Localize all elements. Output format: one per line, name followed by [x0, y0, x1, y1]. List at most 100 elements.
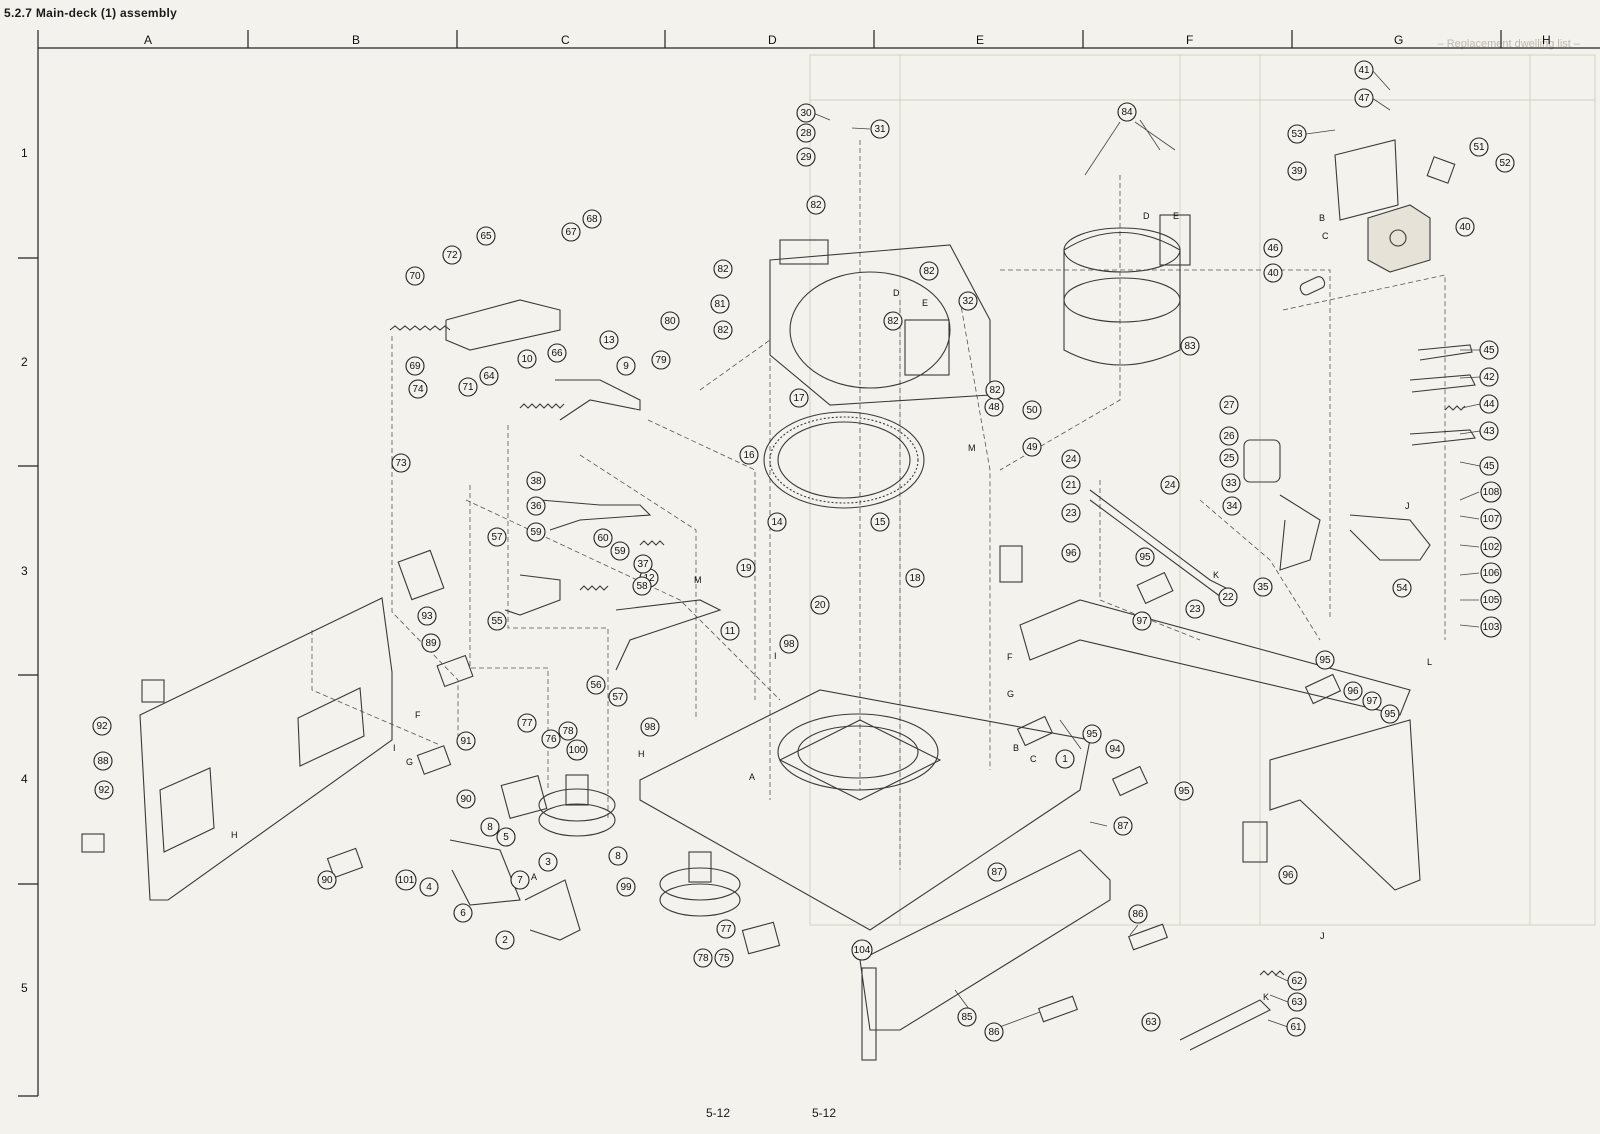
- callout-number: 92: [98, 785, 110, 796]
- callout-circle: [810, 595, 830, 615]
- callout-circle: [957, 1007, 977, 1027]
- callout-number: 59: [614, 546, 626, 557]
- callout-circle: [495, 930, 515, 950]
- callout-part-24: 24: [1061, 449, 1081, 469]
- callout-part-63: 63: [1141, 1012, 1161, 1032]
- callout-number: 75: [718, 953, 730, 964]
- callout-part-63: 63: [1287, 992, 1307, 1012]
- callout-circle: [693, 948, 713, 968]
- callout-circle: [1135, 547, 1155, 567]
- callout-part-96: 96: [1343, 681, 1363, 701]
- callout-number: 98: [644, 722, 656, 733]
- grid-frame: A B C D E F G H 1 2 3 4 5: [18, 30, 1600, 1097]
- callout-part-95: 95: [1380, 704, 1400, 724]
- grid-col-d: D: [768, 33, 777, 47]
- callout-circle: [1132, 611, 1152, 631]
- callout-part-92: 92: [92, 716, 112, 736]
- grid-row-4: 4: [21, 772, 28, 786]
- callout-part-15: 15: [870, 512, 890, 532]
- callout-number: 95: [1384, 709, 1396, 720]
- callout-number: 44: [1483, 399, 1495, 410]
- callout-number: 23: [1065, 508, 1077, 519]
- grid-col-b: B: [352, 33, 360, 47]
- callout-number: 29: [800, 152, 812, 163]
- callout-number: 78: [697, 953, 709, 964]
- callout-number: 88: [97, 756, 109, 767]
- callout-circle: [541, 729, 561, 749]
- reference-letter-c: C: [1322, 231, 1329, 241]
- callout-number: 37: [637, 559, 649, 570]
- callout-part-97: 97: [1362, 691, 1382, 711]
- reference-letter-i: I: [774, 651, 777, 661]
- callout-number: 5: [503, 832, 509, 843]
- callout-circle: [1263, 263, 1283, 283]
- callout-number: 2: [502, 935, 508, 946]
- callout-circle: [1061, 543, 1081, 563]
- callout-circle: [1185, 599, 1205, 619]
- callout-number: 34: [1226, 501, 1238, 512]
- callout-number: 7: [517, 875, 523, 886]
- callout-number: 106: [1483, 568, 1500, 579]
- right-side-pins: [1409, 344, 1476, 446]
- callout-number: 79: [655, 355, 667, 366]
- callout-part-11: 11: [720, 621, 740, 641]
- callout-number: 33: [1225, 478, 1237, 489]
- reference-letter-b: B: [1319, 213, 1325, 223]
- callout-part-84: 84: [1117, 102, 1137, 122]
- callout-number: 25: [1223, 453, 1235, 464]
- callout-number: 52: [1499, 158, 1511, 169]
- callout-part-32: 32: [958, 291, 978, 311]
- brake-levers: [445, 299, 781, 955]
- callout-circle: [517, 349, 537, 369]
- callout-part-49: 49: [1022, 437, 1042, 457]
- callout-part-45: 45: [1479, 456, 1499, 476]
- callout-number: 71: [462, 382, 474, 393]
- callout-number: 22: [1222, 592, 1234, 603]
- callout-circle: [421, 633, 441, 653]
- callout-part-103: 103: [1480, 616, 1502, 638]
- ghost-parts-list-heading: – Replacement dwelling list –: [1437, 38, 1580, 50]
- reference-letter-i: I: [393, 743, 396, 753]
- callout-circle: [1287, 992, 1307, 1012]
- callout-part-54: 54: [1392, 578, 1412, 598]
- callout-part-28: 28: [796, 123, 816, 143]
- reference-letter-f: F: [1007, 652, 1013, 662]
- callout-circle: [1082, 724, 1102, 744]
- callout-part-86: 86: [1128, 904, 1148, 924]
- callout-circle: [739, 445, 759, 465]
- reference-letter-a: A: [749, 772, 755, 782]
- callout-part-40: 40: [1263, 263, 1283, 283]
- reference-letter-g: G: [406, 757, 413, 767]
- callout-part-69: 69: [405, 356, 425, 376]
- callout-circle: [1287, 161, 1307, 181]
- pinch-roller-block: [1299, 139, 1456, 296]
- callout-part-42: 42: [1479, 367, 1499, 387]
- callout-circle: [405, 356, 425, 376]
- callout-circle: [1113, 816, 1133, 836]
- callout-circle: [456, 789, 476, 809]
- callout-part-55: 55: [487, 611, 507, 631]
- callout-circle: [633, 554, 653, 574]
- reference-letter-e: E: [1173, 211, 1179, 221]
- callout-circle: [526, 496, 546, 516]
- callout-circle: [985, 380, 1005, 400]
- callout-part-66: 66: [547, 343, 567, 363]
- callout-number: 20: [814, 600, 826, 611]
- callout-part-80: 80: [660, 311, 680, 331]
- callout-number: 74: [412, 384, 424, 395]
- callout-number: 82: [923, 266, 935, 277]
- callout-circle: [458, 377, 478, 397]
- callout-circle: [1287, 124, 1307, 144]
- callout-part-57: 57: [608, 687, 628, 707]
- small-clips: [81, 545, 1342, 1051]
- callout-part-39: 39: [1287, 161, 1307, 181]
- callout-circle: [616, 877, 636, 897]
- callout-number: 105: [1483, 595, 1500, 606]
- callout-number: 56: [590, 680, 602, 691]
- callout-number: 96: [1282, 870, 1294, 881]
- callout-circle: [1174, 781, 1194, 801]
- callout-circle: [883, 311, 903, 331]
- callout-circle: [1480, 616, 1502, 638]
